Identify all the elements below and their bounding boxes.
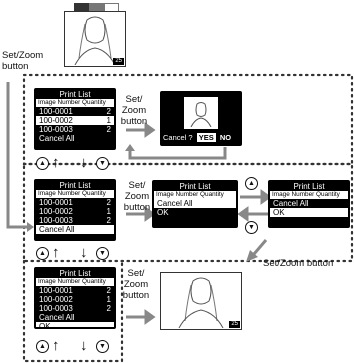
print-list-title: Print List (36, 90, 114, 99)
down-arrow-icon: ↓ (80, 154, 88, 171)
label-set-zoom-3: Set/ Zoom button (122, 268, 150, 301)
print-list-title: Print List (36, 181, 114, 190)
ok-item[interactable]: OK (157, 208, 169, 217)
down-arrow-icon: ↓ (80, 337, 88, 354)
up-triangle-icon[interactable]: ▲ (36, 247, 49, 260)
set-zoom-path-arrow (6, 82, 27, 229)
portrait-icon (178, 277, 224, 329)
cancel-all-screen-1: Print List Image Number Quantity Cancel … (152, 180, 238, 228)
print-list-header: Image Number Quantity (36, 190, 114, 198)
label-set-zoom-top: Set/Zoom button (2, 50, 44, 72)
down-triangle-icon[interactable]: ▼ (96, 340, 109, 353)
down-triangle-icon[interactable]: ▼ (245, 221, 258, 234)
ok-item-selected[interactable]: OK (270, 208, 348, 217)
print-list-screen-3: Print List Image Number Quantity 100-000… (34, 267, 116, 329)
dialog-photo (184, 97, 218, 129)
frame-badge: 25 (113, 58, 124, 65)
frame-badge: 25 (229, 321, 240, 328)
label-set-zoom-right: Set/Zoom button (263, 258, 334, 269)
tab-tools (89, 3, 104, 12)
print-list-header: Image Number Quantity (36, 99, 114, 107)
dotted-frame-bottom (22, 259, 124, 363)
up-arrow-icon: ↑ (52, 337, 60, 354)
print-list-title: Print List (154, 182, 236, 191)
label-set-zoom-2: Set/ Zoom button (123, 180, 151, 213)
no-button[interactable]: NO (219, 133, 232, 142)
down-triangle-icon[interactable]: ▼ (96, 157, 109, 170)
ok-item-selected[interactable]: OK (36, 322, 114, 327)
print-list-header: Image Number Quantity (270, 191, 348, 199)
label-set-zoom-1: Set/ Zoom button (120, 94, 148, 127)
down-arrow-icon: ↓ (80, 244, 88, 261)
cancel-prompt: Cancel ? (163, 133, 193, 142)
cancel-all-item[interactable]: Cancel All (39, 313, 75, 322)
cancel-all-item-selected[interactable]: Cancel All (154, 199, 236, 208)
up-arrow-icon: ↑ (52, 244, 60, 261)
down-triangle-icon[interactable]: ▼ (96, 247, 109, 260)
print-list-screen-2: Print List Image Number Quantity 100-000… (34, 179, 116, 241)
dialog-footer: Cancel ? YES NO (163, 133, 240, 143)
up-triangle-icon[interactable]: ▲ (36, 157, 49, 170)
print-list-title: Print List (36, 269, 114, 278)
top-photo: 25 (64, 11, 126, 67)
set-zoom-path-arrowhead (27, 222, 34, 232)
dotted-frame-middle (22, 162, 354, 263)
print-list-title: Print List (270, 182, 348, 191)
yes-button[interactable]: YES (196, 133, 216, 142)
print-list-screen-1: Print List Image Number Quantity 100-000… (34, 88, 116, 150)
cancel-all-item[interactable]: Cancel All (39, 134, 75, 143)
portrait-icon (190, 102, 212, 128)
return-arrow (128, 147, 227, 160)
final-photo: 25 (160, 272, 242, 330)
portrait-icon (74, 16, 116, 66)
print-list-header: Image Number Quantity (154, 191, 236, 199)
cancel-all-screen-2: Print List Image Number Quantity Cancel … (268, 180, 350, 228)
up-triangle-icon[interactable]: ▲ (245, 177, 258, 190)
print-list-header: Image Number Quantity (36, 278, 114, 286)
arrow-diagonal (252, 239, 268, 255)
up-triangle-icon[interactable]: ▲ (36, 340, 49, 353)
up-arrow-icon: ↑ (52, 154, 60, 171)
cancel-all-item[interactable]: Cancel All (273, 199, 309, 208)
tab-camera (74, 3, 89, 12)
cancel-dialog-screen: Cancel ? YES NO (160, 91, 242, 146)
cancel-all-item-selected[interactable]: Cancel All (36, 225, 114, 234)
